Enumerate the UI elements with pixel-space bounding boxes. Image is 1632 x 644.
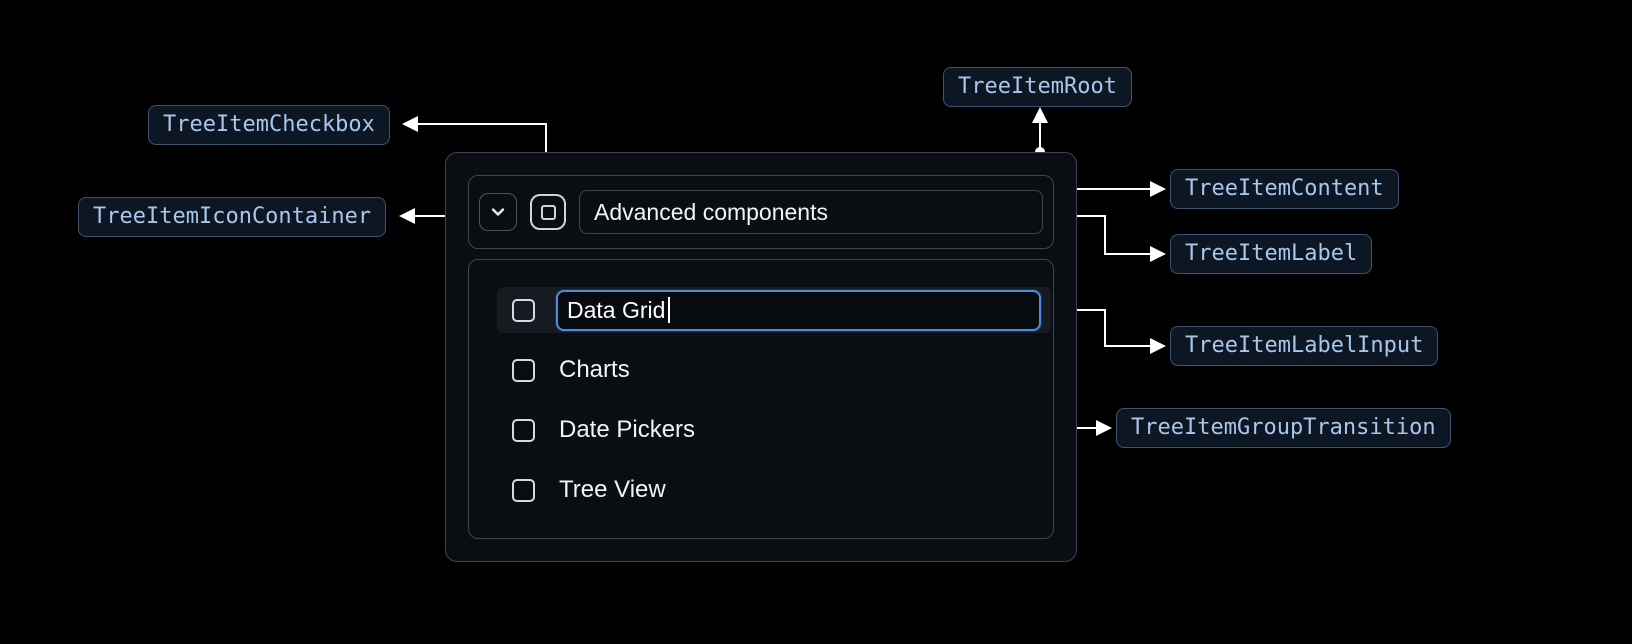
checkbox-indeterminate-mark bbox=[540, 204, 556, 220]
tree-item-root: Advanced components Data Grid Charts Dat… bbox=[445, 152, 1077, 562]
text-cursor-icon bbox=[668, 297, 671, 323]
label-input-value: Data Grid bbox=[567, 296, 666, 323]
callout-tree-item-label: TreeItemLabel bbox=[1170, 234, 1373, 274]
arrowhead-root bbox=[1032, 107, 1048, 123]
arrowhead-group-transition bbox=[1096, 420, 1112, 436]
checkbox-icon[interactable] bbox=[512, 298, 535, 322]
tree-row-label: Tree View bbox=[559, 476, 666, 503]
callout-tree-item-content: TreeItemContent bbox=[1170, 169, 1399, 209]
callout-tree-item-icon-container: TreeItemIconContainer bbox=[78, 197, 387, 237]
chevron-down-icon bbox=[491, 208, 505, 216]
tree-row-label: Date Pickers bbox=[559, 416, 696, 443]
tree-row-charts[interactable]: Charts bbox=[497, 347, 1051, 393]
tree-row-tree-view[interactable]: Tree View bbox=[497, 467, 1051, 513]
tree-item-content[interactable]: Advanced components bbox=[468, 175, 1054, 249]
tree-item-checkbox[interactable] bbox=[530, 194, 566, 230]
tree-item-group-transition: Data Grid Charts Date Pickers Tree View bbox=[468, 259, 1054, 539]
arrowhead-icon-container bbox=[399, 208, 415, 224]
callout-tree-item-group-transition: TreeItemGroupTransition bbox=[1116, 408, 1451, 448]
tree-item-label-input[interactable]: Data Grid bbox=[556, 289, 1041, 331]
tree-item-icon-container[interactable] bbox=[479, 193, 517, 231]
checkbox-icon[interactable] bbox=[512, 418, 535, 442]
arrowhead-content bbox=[1150, 181, 1166, 197]
tree-item-label: Advanced components bbox=[579, 190, 1043, 234]
checkbox-icon[interactable] bbox=[512, 358, 535, 382]
checkbox-icon[interactable] bbox=[512, 478, 535, 502]
callout-tree-item-checkbox: TreeItemCheckbox bbox=[148, 105, 390, 145]
callout-tree-item-root: TreeItemRoot bbox=[943, 67, 1132, 107]
tree-row-label: Charts bbox=[559, 356, 630, 383]
arrowhead-checkbox bbox=[402, 116, 418, 132]
tree-item-label-text: Advanced components bbox=[594, 198, 828, 225]
arrowhead-label-input bbox=[1150, 338, 1166, 354]
tree-row-data-grid[interactable]: Data Grid bbox=[497, 287, 1051, 333]
arrowhead-label bbox=[1150, 246, 1166, 262]
tree-row-date-pickers[interactable]: Date Pickers bbox=[497, 407, 1051, 453]
callout-tree-item-label-input: TreeItemLabelInput bbox=[1170, 326, 1439, 366]
